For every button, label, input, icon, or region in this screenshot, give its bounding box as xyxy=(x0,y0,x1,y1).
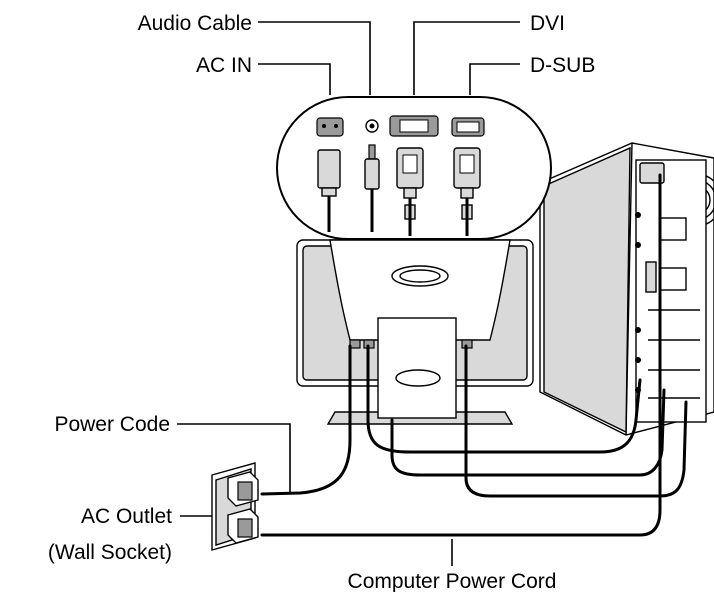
label-power-code: Power Code xyxy=(54,413,170,436)
ac-in-port xyxy=(316,117,344,232)
wall-outlet xyxy=(211,462,259,551)
d-sub-port xyxy=(451,117,485,236)
computer-tower xyxy=(539,142,714,436)
label-ac-in: AC IN xyxy=(196,54,252,77)
connector-panel xyxy=(276,96,552,240)
computer-power-cord-cable xyxy=(260,173,662,537)
label-audio-cable: Audio Cable xyxy=(138,12,252,35)
label-computer-power-cord: Computer Power Cord xyxy=(348,570,557,592)
audio-plug-icon xyxy=(364,158,380,190)
leader-lines xyxy=(177,21,520,566)
dvi-port xyxy=(389,115,439,236)
label-wall-socket: (Wall Socket) xyxy=(48,541,172,564)
power-plug-icon xyxy=(317,149,341,189)
tower-power-socket xyxy=(639,162,665,184)
label-ac-outlet: AC Outlet xyxy=(81,505,172,528)
monitor-stand xyxy=(377,317,457,419)
cables xyxy=(260,173,688,537)
label-dvi: DVI xyxy=(530,12,565,35)
power-code-cable xyxy=(260,344,352,496)
label-d-sub: D-SUB xyxy=(530,54,595,77)
monitor-back xyxy=(296,239,534,425)
audio-port xyxy=(364,119,380,232)
